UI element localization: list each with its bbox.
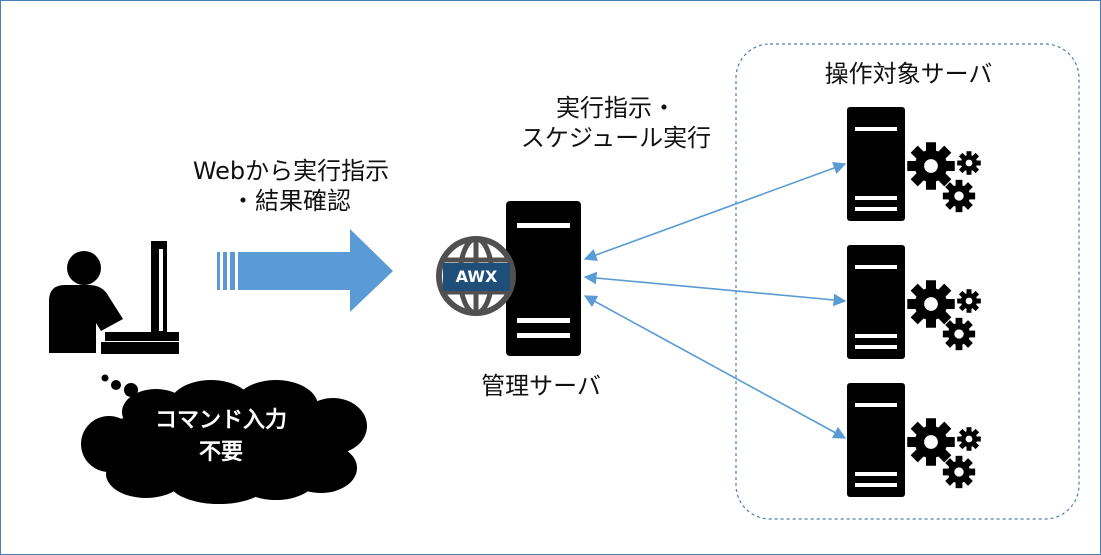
instruction-label-line-1: 実行指示・ <box>556 94 676 122</box>
thought-bubble <box>81 374 367 504</box>
thought-bubble-line-2: 不要 <box>198 440 243 465</box>
target-group-outline <box>735 43 1080 520</box>
thought-bubble-line-1: コマンド入力 <box>154 408 287 433</box>
gears-2-icon <box>907 280 981 351</box>
connector-1 <box>583 161 847 262</box>
management-server-icon <box>506 201 581 356</box>
thought-bubble-text: コマンド入力 不要 <box>111 405 331 469</box>
target-server-1-icon <box>847 107 905 221</box>
awx-badge-label: AWX <box>455 267 498 286</box>
user-action-label: Webから実行指示 ・結果確認 <box>171 156 411 216</box>
big-arrow-icon <box>217 229 393 312</box>
target-group-label: 操作対象サーバ <box>824 60 993 88</box>
management-server-label: 管理サーバ <box>481 372 601 400</box>
instruction-label-line-2: スケジュール実行 <box>520 124 712 152</box>
user-action-label-line-2: ・結果確認 <box>231 187 351 215</box>
target-server-3-icon <box>847 383 905 497</box>
gears-1-icon <box>907 142 981 213</box>
target-server-2-icon <box>847 245 905 359</box>
connector-2 <box>583 271 847 307</box>
gears-3-icon <box>907 418 981 489</box>
connector-3 <box>583 295 847 439</box>
user-action-label-line-1: Webから実行指示 <box>192 157 390 185</box>
instruction-label: 実行指示・ スケジュール実行 <box>491 93 741 153</box>
awx-badge <box>443 263 510 291</box>
user-pc-icon <box>49 241 179 354</box>
